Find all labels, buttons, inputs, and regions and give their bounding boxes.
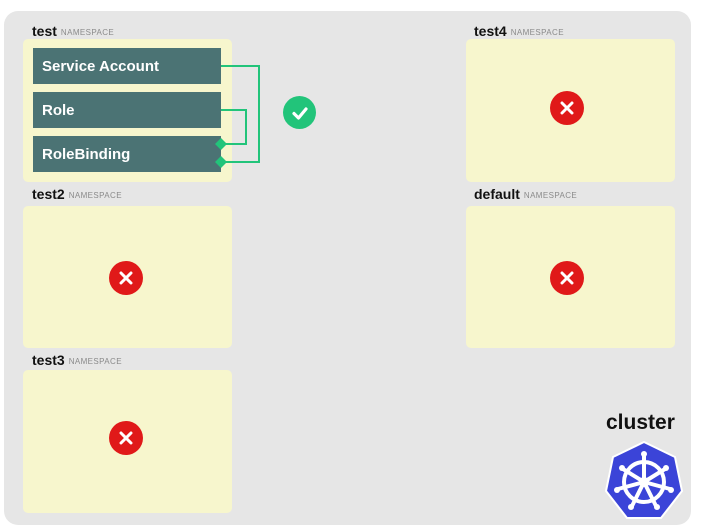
- cluster-label: cluster: [606, 411, 675, 434]
- namespace-tag: NAMESPACE: [60, 28, 115, 37]
- role-block[interactable]: Role: [33, 92, 221, 128]
- namespace-name: test: [32, 23, 57, 39]
- x-circle-icon: [109, 261, 143, 295]
- namespace-tag: NAMESPACE: [68, 357, 122, 366]
- x-circle-icon: [550, 91, 584, 125]
- namespace-tag: NAMESPACE: [523, 191, 578, 200]
- x-circle-icon: [550, 261, 584, 295]
- namespace-name: test4: [474, 23, 507, 39]
- role-connector: [221, 109, 247, 145]
- namespace-name: test3: [32, 352, 65, 368]
- namespace-tag: NAMESPACE: [68, 191, 122, 200]
- service-account-connector: [221, 65, 260, 163]
- x-circle-icon: [109, 421, 143, 455]
- rolebinding-label: RoleBinding: [42, 145, 131, 163]
- connector-diamond-role: [215, 138, 227, 150]
- service-account-block[interactable]: Service Account: [33, 48, 221, 84]
- kubernetes-logo-icon: [604, 440, 684, 519]
- role-label: Role: [42, 101, 75, 119]
- success-check-icon: [283, 96, 316, 129]
- connector-diamond-service-account: [215, 156, 227, 168]
- namespace-tag: NAMESPACE: [510, 28, 564, 37]
- service-account-label: Service Account: [42, 57, 159, 75]
- rolebinding-block[interactable]: RoleBinding: [33, 136, 221, 172]
- namespace-name: default: [474, 186, 520, 202]
- namespace-name: test2: [32, 186, 65, 202]
